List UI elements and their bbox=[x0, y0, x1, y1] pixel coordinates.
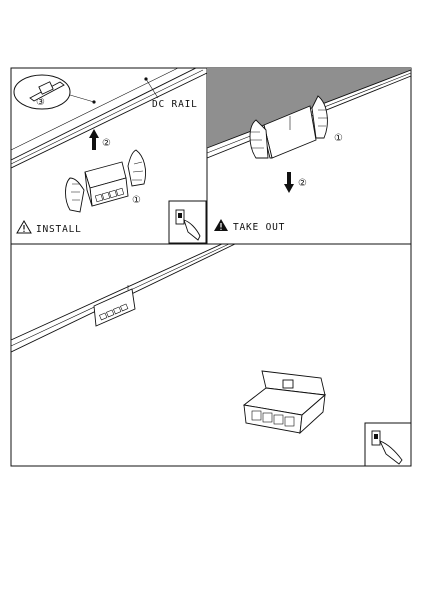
take-out-title: TAKE OUT bbox=[233, 222, 285, 233]
hand-icon bbox=[65, 149, 147, 213]
install-step-2-marker: ② bbox=[102, 138, 111, 149]
overview-panel bbox=[10, 243, 412, 467]
warning-triangle-icon bbox=[16, 220, 32, 234]
switch-icon-bottom bbox=[364, 422, 412, 467]
install-title: INSTALL bbox=[36, 224, 82, 235]
take-out-panel: ① ② TAKE OUT bbox=[206, 68, 412, 233]
track-light-module-detached bbox=[242, 370, 327, 435]
install-panel: ③ DC RAIL ② ① bbox=[10, 67, 208, 244]
take-out-step-2-marker: ② bbox=[298, 178, 307, 189]
switch-icon bbox=[168, 200, 207, 244]
connector-detail-callout: ③ bbox=[13, 74, 96, 110]
step-3-marker: ③ bbox=[36, 97, 45, 108]
arrow-up-icon bbox=[89, 129, 99, 150]
arrow-down-icon bbox=[284, 172, 294, 193]
warning-triangle-icon-filled bbox=[214, 219, 228, 231]
install-step-1-marker: ① bbox=[132, 195, 141, 206]
hand-icon-right bbox=[249, 95, 328, 159]
dc-rail-label: DC RAIL bbox=[152, 99, 198, 110]
track-light-module bbox=[84, 161, 129, 207]
take-out-step-1-marker: ① bbox=[334, 133, 343, 144]
track-light-mounted-bottom bbox=[93, 285, 136, 327]
